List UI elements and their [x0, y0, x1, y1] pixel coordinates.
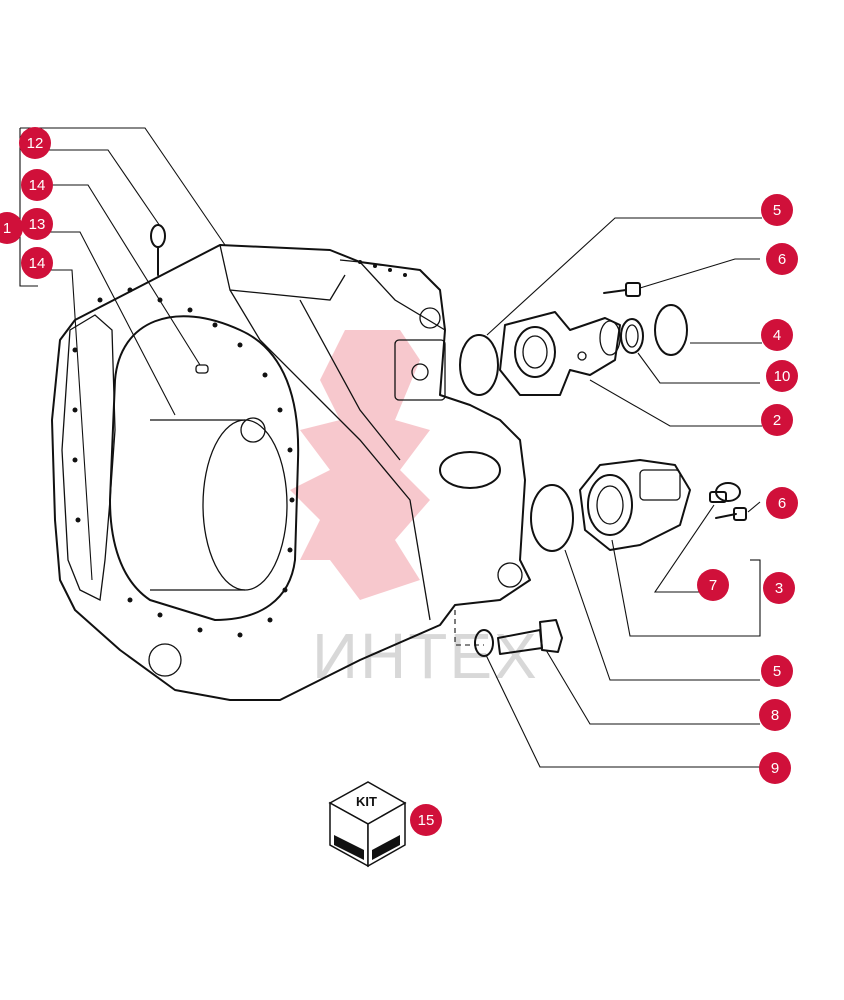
- callout-5-upper[interactable]: 5: [761, 194, 793, 226]
- callout-4[interactable]: 4: [761, 319, 793, 351]
- screw-6-upper-part: [603, 282, 641, 297]
- callout-14-upper[interactable]: 14: [21, 169, 53, 201]
- callout-7-label: 7: [709, 577, 717, 594]
- callout-9[interactable]: 9: [759, 752, 791, 784]
- bushing-part: [620, 318, 644, 354]
- callout-6-upper-label: 6: [778, 251, 786, 268]
- leader-lines: [19, 127, 762, 768]
- kit-box-icon: KIT: [328, 781, 407, 868]
- plug-part: [195, 364, 209, 374]
- plug-7-part: [709, 482, 741, 503]
- o-ring-5-lower-part: [530, 484, 574, 552]
- callout-5-upper-label: 5: [773, 202, 781, 219]
- callout-6-lower[interactable]: 6: [766, 487, 798, 519]
- o-ring-4-part: [654, 304, 688, 356]
- washer-9-part: [474, 629, 494, 657]
- callout-15[interactable]: 15: [410, 804, 442, 836]
- callout-14-lower-label: 14: [29, 255, 46, 272]
- callout-3-label: 3: [775, 580, 783, 597]
- eye-bolt-part: [150, 224, 166, 276]
- callout-6-lower-label: 6: [778, 495, 786, 512]
- callout-8-label: 8: [771, 707, 779, 724]
- callout-12[interactable]: 12: [19, 127, 51, 159]
- callout-5-lower-label: 5: [773, 663, 781, 680]
- callout-9-label: 9: [771, 760, 779, 777]
- screw-6-lower-part: [715, 507, 747, 521]
- callout-8[interactable]: 8: [759, 699, 791, 731]
- callout-15-label: 15: [418, 812, 435, 829]
- callout-2-label: 2: [773, 412, 781, 429]
- callout-14-upper-label: 14: [29, 177, 46, 194]
- callout-2[interactable]: 2: [761, 404, 793, 436]
- callout-markers: 1 12 14 13 14 5 6 4: [0, 127, 798, 836]
- callout-6-upper[interactable]: 6: [766, 243, 798, 275]
- callout-3[interactable]: 3: [763, 572, 795, 604]
- flange-cover-part: [499, 311, 621, 396]
- callout-14-lower[interactable]: 14: [21, 247, 53, 279]
- watermark-logo-icon: [290, 330, 430, 600]
- callout-13-label: 13: [29, 216, 46, 233]
- callout-1-label: 1: [3, 220, 11, 237]
- transmission-housing: [51, 244, 531, 701]
- lower-flange-part: [579, 459, 691, 551]
- bolt-8-part: [497, 619, 563, 655]
- kit-label: KIT: [356, 794, 377, 809]
- callout-7[interactable]: 7: [697, 569, 729, 601]
- callout-10-label: 10: [774, 368, 791, 385]
- callout-10[interactable]: 10: [766, 360, 798, 392]
- housing-bolt-holes: [72, 260, 407, 638]
- o-ring-5-upper-part: [459, 334, 499, 396]
- callout-12-label: 12: [27, 135, 44, 152]
- callout-13[interactable]: 13: [21, 208, 53, 240]
- callout-4-label: 4: [773, 327, 781, 344]
- callout-1[interactable]: 1: [0, 212, 23, 244]
- callout-5-lower[interactable]: 5: [761, 655, 793, 687]
